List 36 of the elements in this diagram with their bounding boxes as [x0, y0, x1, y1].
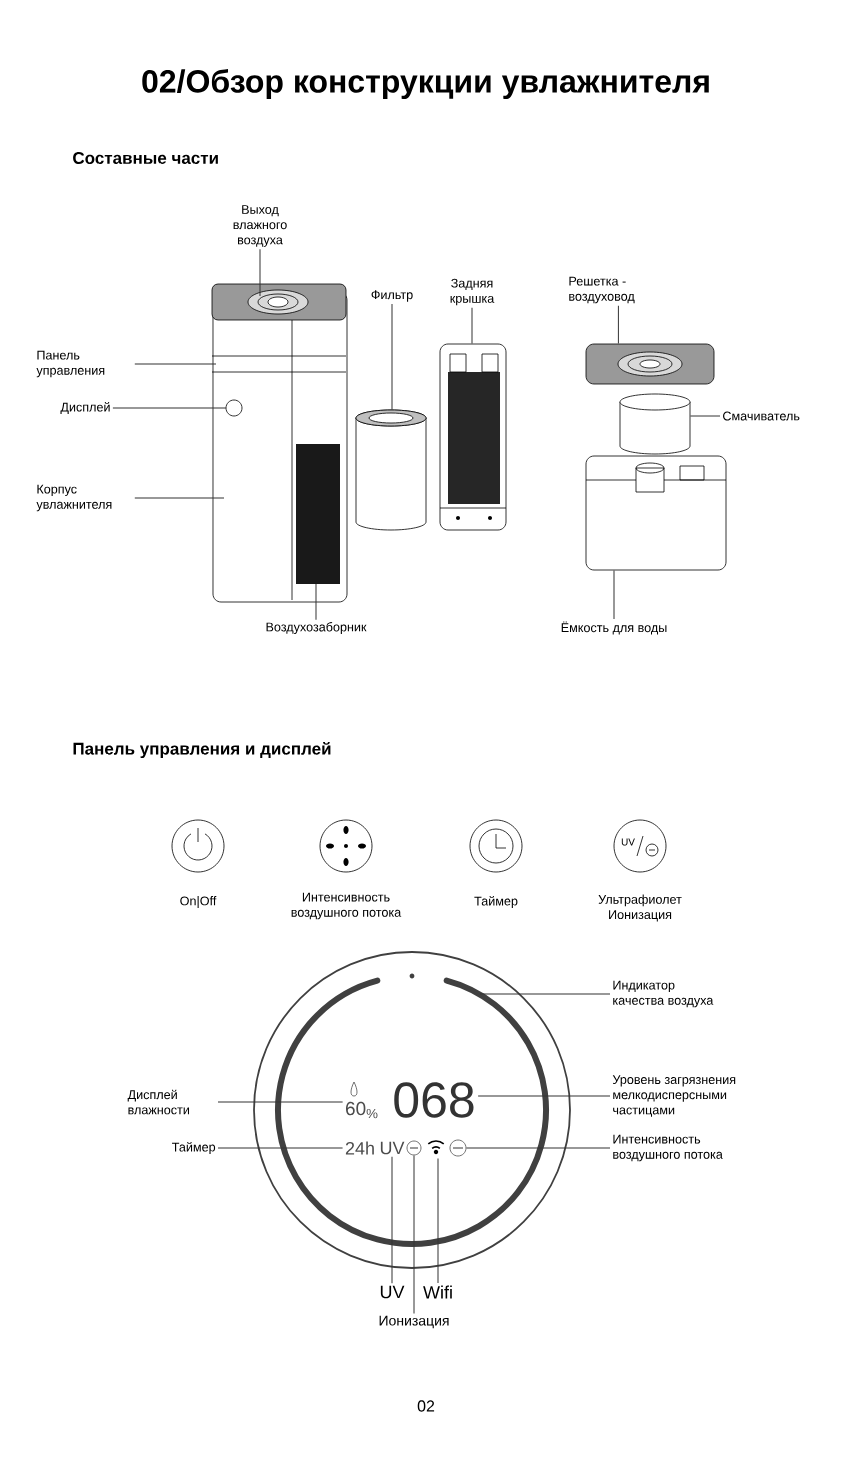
- leader-line: [689, 415, 721, 417]
- grille-lid: [585, 343, 715, 385]
- leader-line: [413, 1154, 415, 1314]
- leader-line: [477, 1095, 611, 1097]
- humidifier-drawing: [211, 283, 348, 603]
- timer-reading: 24h: [345, 1141, 374, 1155]
- leader-line: [112, 407, 227, 409]
- leader-line: [134, 363, 217, 365]
- page-title: 02/Обзор конструкции увлажнителя: [142, 68, 709, 100]
- callout-label: UV: [380, 1285, 405, 1299]
- leader-line: [465, 1147, 611, 1149]
- leader-line: [613, 569, 615, 620]
- page-number: 02: [417, 1400, 435, 1412]
- humidity-reading: 60$_{%}$: [346, 1101, 378, 1119]
- leader-line: [479, 993, 611, 995]
- section-heading: Составные части: [73, 152, 218, 164]
- wick-cylinder: [619, 393, 691, 455]
- leader-line: [391, 1156, 393, 1284]
- leader-line: [217, 1101, 344, 1103]
- ion-icon: [406, 1140, 422, 1156]
- particle-reading: 068: [394, 1082, 474, 1118]
- leader-line: [391, 303, 393, 411]
- section-heading: Панель управления и дисплей: [73, 741, 331, 759]
- leader-line: [315, 583, 317, 621]
- leader-line: [134, 497, 225, 499]
- fan-icon: [449, 1139, 467, 1157]
- wifi-icon: [433, 1149, 439, 1155]
- leader-line: [471, 307, 473, 345]
- leader-line: [259, 248, 261, 297]
- leader-line: [217, 1147, 344, 1149]
- uv-indicator: UV: [380, 1141, 405, 1155]
- leader-line: [617, 305, 619, 345]
- back-cover-panel: [439, 343, 507, 531]
- leader-line: [437, 1157, 439, 1284]
- filter-cylinder: [355, 409, 427, 531]
- callout-label: Wifi: [423, 1285, 452, 1299]
